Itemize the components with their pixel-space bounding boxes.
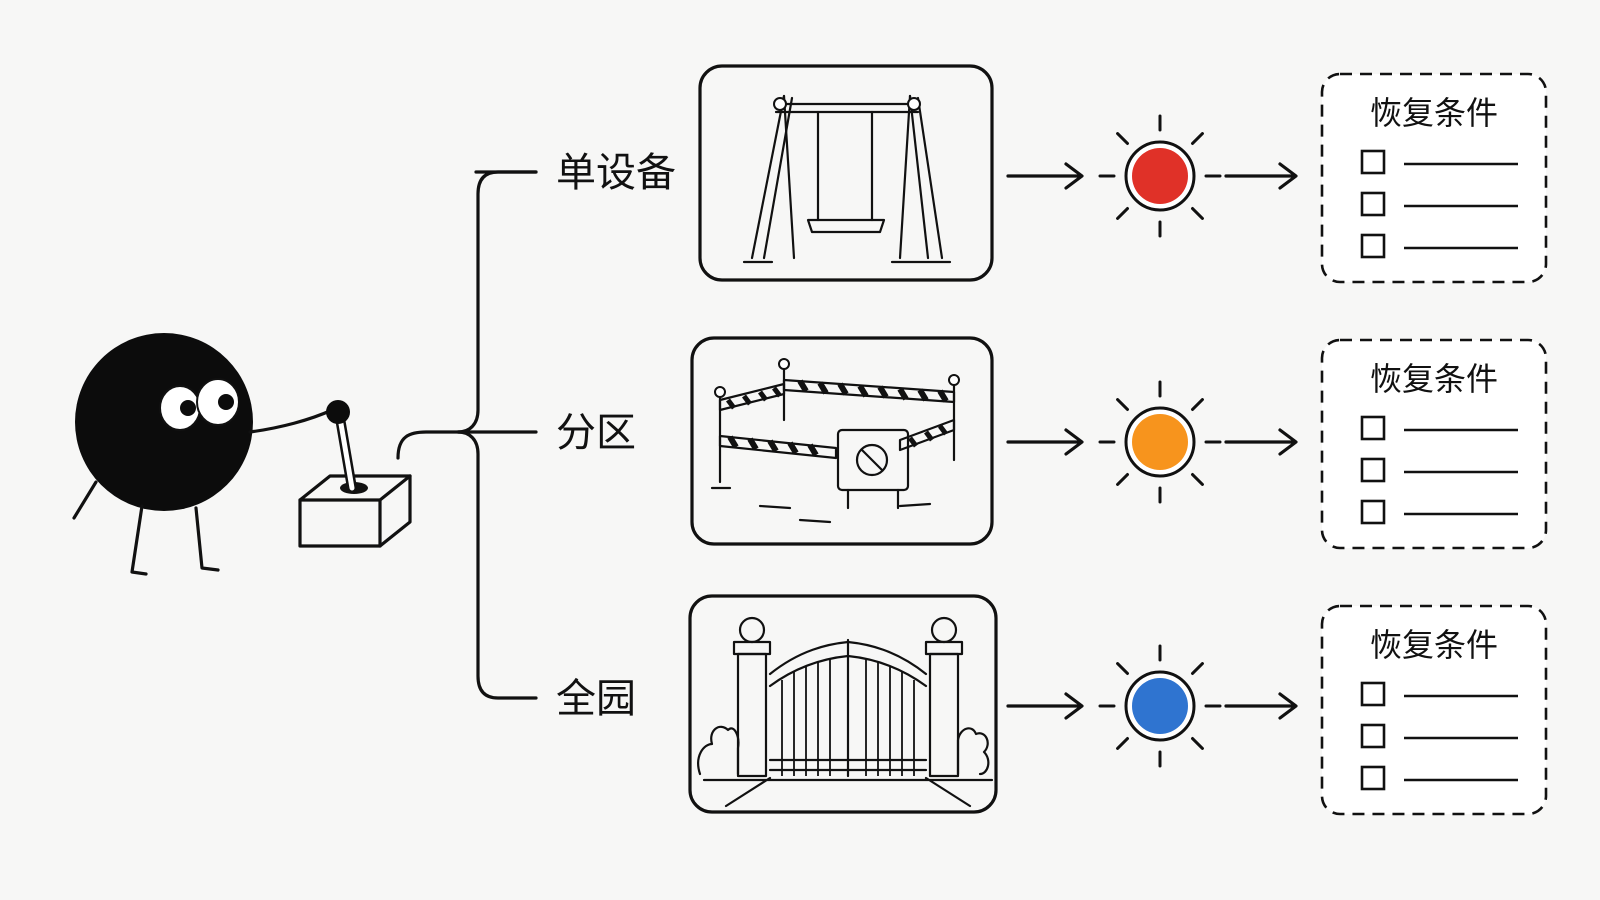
checkbox[interactable] — [1360, 457, 1386, 483]
light-lamp — [1132, 678, 1188, 734]
checkbox[interactable] — [1360, 149, 1386, 175]
checkbox[interactable] — [1360, 723, 1386, 749]
light-ray — [1116, 132, 1129, 145]
light-ray — [1116, 398, 1129, 411]
light-ray — [1116, 662, 1129, 675]
status-lights — [1098, 114, 1222, 768]
recovery-card-title: 恢复条件 — [1370, 360, 1498, 398]
light-ray — [1191, 207, 1204, 220]
light-lamp — [1132, 414, 1188, 470]
joystick-lever-icon[interactable] — [298, 400, 412, 548]
operator-character — [72, 333, 412, 576]
checkbox[interactable] — [1360, 415, 1386, 441]
checkbox[interactable] — [1360, 191, 1386, 217]
recovery-card-whole-park: 恢复条件 — [1320, 604, 1548, 816]
level-label-zone: 分区 — [556, 410, 636, 456]
light-ray — [1116, 737, 1129, 750]
recovery-checklist — [1360, 149, 1518, 259]
status-light-icon — [1098, 644, 1222, 768]
scene-panel-single-device — [698, 64, 994, 282]
light-lamp — [1132, 148, 1188, 204]
light-ray — [1116, 473, 1129, 486]
recovery-card-title: 恢复条件 — [1370, 626, 1498, 664]
swing-icon — [742, 94, 952, 264]
branch-connector — [396, 170, 538, 700]
recovery-card-zone: 恢复条件 — [1320, 338, 1548, 550]
checkbox[interactable] — [1360, 765, 1386, 791]
light-ray — [1191, 132, 1204, 145]
status-light-icon — [1098, 114, 1222, 238]
light-ray — [1191, 737, 1204, 750]
black-ball-character-icon — [72, 333, 334, 576]
checkbox[interactable] — [1360, 499, 1386, 525]
caution-tape-barrier-icon — [710, 358, 960, 524]
checkbox[interactable] — [1360, 681, 1386, 707]
scene-panel-zone — [690, 336, 994, 546]
recovery-card-single-device: 恢复条件 — [1320, 72, 1548, 284]
light-ray — [1116, 207, 1129, 220]
level-label-single-device: 单设备 — [556, 150, 676, 196]
checkbox[interactable] — [1360, 233, 1386, 259]
light-ray — [1191, 398, 1204, 411]
light-ray — [1191, 662, 1204, 675]
status-light-icon — [1098, 380, 1222, 504]
light-ray — [1191, 473, 1204, 486]
park-gate-icon — [697, 616, 994, 808]
level-label-whole-park: 全园 — [556, 676, 636, 722]
arrows-to-recovery-card — [1224, 162, 1298, 720]
recovery-checklist — [1360, 415, 1518, 525]
recovery-card-title: 恢复条件 — [1370, 94, 1498, 132]
scene-panel-whole-park — [688, 594, 998, 814]
recovery-checklist — [1360, 681, 1518, 791]
arrows-to-status-light — [1006, 162, 1084, 720]
